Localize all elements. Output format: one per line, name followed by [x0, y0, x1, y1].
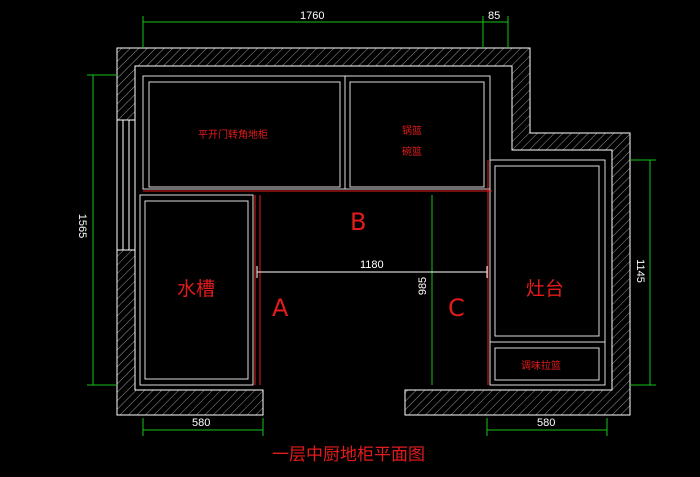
dim-bottom-left: 580 — [192, 417, 211, 429]
dim-left-height: 1565 — [76, 213, 89, 239]
zone-b: B — [350, 208, 367, 236]
spice-basket-label: 调味拉篮 — [521, 361, 561, 372]
dim-top-width: 1760 — [300, 10, 325, 22]
window — [116, 119, 136, 251]
basket-cabinet — [344, 75, 491, 190]
drawing-title: 一层中厨地柜平面图 — [272, 445, 425, 465]
dim-aisle-depth: 985 — [417, 276, 430, 296]
zone-a: A — [272, 294, 289, 322]
sink-label: 水槽 — [177, 278, 216, 300]
corner-cabinet-label: 平开门转角地柜 — [198, 130, 268, 141]
spice-cabinet — [489, 341, 606, 386]
sink-cabinet — [139, 194, 254, 386]
wall-hatch — [116, 47, 631, 416]
dim-top-offset: 85 — [488, 10, 501, 22]
dim-aisle-width: 1180 — [360, 259, 384, 271]
dim-bottom-right: 580 — [537, 417, 556, 429]
dim-right-height: 1145 — [633, 259, 646, 283]
stove-cabinet — [489, 159, 606, 343]
zone-c: C — [448, 294, 465, 322]
stove-label: 灶台 — [526, 278, 565, 300]
bowl-basket-label: 碗篮 — [402, 147, 422, 158]
pot-basket-label: 锅篮 — [402, 126, 422, 137]
